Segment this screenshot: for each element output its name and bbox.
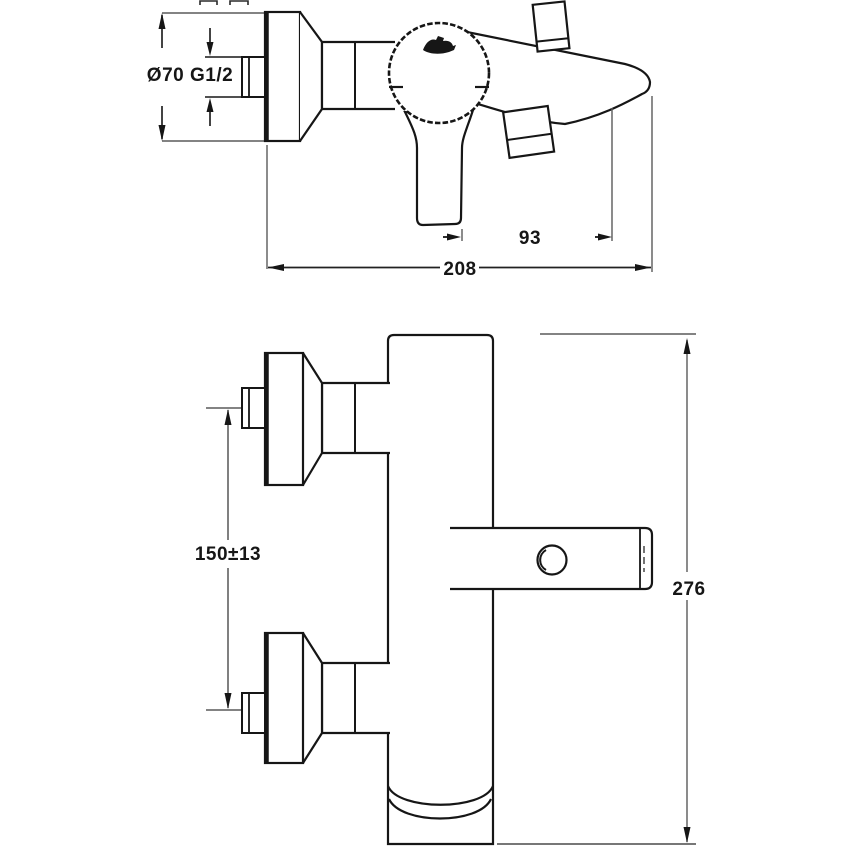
handle-knob <box>387 21 491 125</box>
aerator-outlet <box>386 785 495 820</box>
wall-flange <box>263 10 302 143</box>
lower-inlet <box>241 631 390 765</box>
escutcheon-cone <box>299 11 324 142</box>
pivot-circle <box>536 544 568 576</box>
upper-inlet <box>241 351 390 487</box>
dim-label-276: 276 <box>672 579 705 600</box>
dim-276: 276 <box>497 333 705 845</box>
diverter-knob <box>531 0 571 53</box>
dia70-extension-lines <box>162 12 268 269</box>
dim-208: 208 <box>268 96 653 280</box>
cropped-edge-marks <box>199 0 249 5</box>
dim-label-flange: Ø70 G1/2 <box>147 65 233 86</box>
dim-93: 93 <box>443 108 613 249</box>
valve-cylinder <box>320 40 395 111</box>
lever-handle <box>403 108 475 227</box>
top-view: Ø70 G1/2 93 208 <box>147 0 653 280</box>
brand-logo-mark <box>423 36 456 54</box>
dim-label-93: 93 <box>519 228 541 249</box>
body-slab <box>386 333 495 846</box>
dia70-dimension: Ø70 G1/2 <box>147 13 241 141</box>
dim-label-150: 150±13 <box>195 544 261 565</box>
dim-label-208: 208 <box>443 259 476 280</box>
side-view: 150±13 276 <box>195 333 705 846</box>
inlet-stub <box>241 56 266 98</box>
shower-outlet <box>501 104 556 160</box>
dim-150: 150±13 <box>195 407 261 711</box>
